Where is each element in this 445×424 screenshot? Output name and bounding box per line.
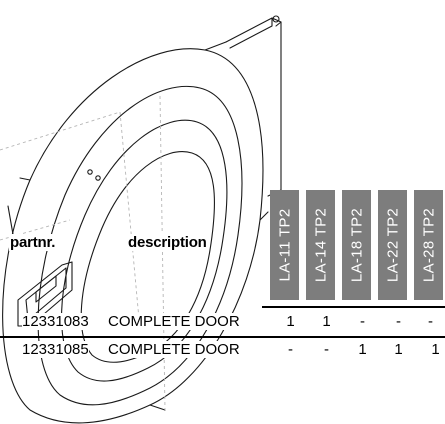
qty-cell: 1 [431, 341, 440, 358]
table-row: 12331083 COMPLETE DOOR 1 1 - - - [0, 313, 445, 333]
model-header-label: LA-14 TP2 [312, 207, 329, 283]
part-number: 12331083 [22, 313, 89, 330]
qty-cell: 1 [358, 341, 367, 358]
description-header: description [127, 234, 208, 251]
part-number: 12331085 [22, 341, 89, 358]
model-header-label: LA-11 TP2 [276, 208, 293, 282]
table-row: 12331085 COMPLETE DOOR - - 1 1 1 [0, 341, 445, 361]
partnr-header: partnr. [9, 234, 57, 251]
model-header-la-28: LA-28 TP2 [414, 190, 443, 300]
model-header-label: LA-22 TP2 [384, 207, 401, 283]
qty-cell: - [396, 313, 401, 330]
row-divider [0, 336, 445, 338]
model-header-la-14: LA-14 TP2 [306, 190, 335, 300]
qty-cell: - [288, 341, 293, 358]
model-header-label: LA-18 TP2 [348, 207, 365, 283]
model-header-label: LA-28 TP2 [420, 207, 437, 283]
model-header-la-22: LA-22 TP2 [378, 190, 407, 300]
model-header-la-11: LA-11 TP2 [270, 190, 299, 300]
qty-cell: - [324, 341, 329, 358]
header-rule [262, 306, 445, 308]
qty-cell: - [360, 313, 365, 330]
part-description: COMPLETE DOOR [108, 313, 240, 330]
qty-cell: 1 [286, 313, 295, 330]
qty-cell: 1 [394, 341, 403, 358]
model-header-la-18: LA-18 TP2 [342, 190, 371, 300]
part-description: COMPLETE DOOR [108, 341, 240, 358]
qty-cell: 1 [322, 313, 331, 330]
qty-cell: - [428, 313, 433, 330]
